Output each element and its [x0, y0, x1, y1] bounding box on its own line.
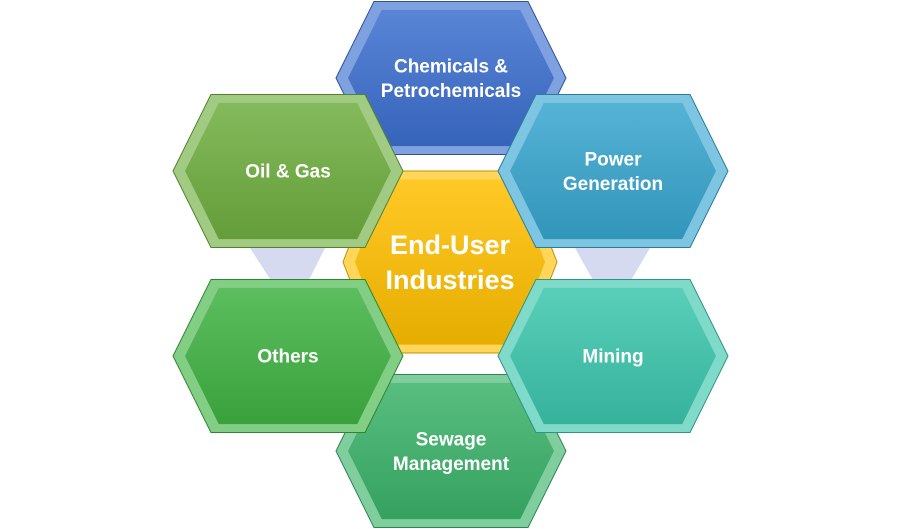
hexagon-face [510, 102, 716, 240]
hexagon-face [185, 102, 391, 240]
hexagon-chemicals: Chemicals & Petrochemicals [335, 1, 567, 155]
hexagon-mining: Mining [497, 279, 729, 433]
hexagon-label: Sewage [416, 429, 487, 450]
hexagon-label: Power [584, 149, 642, 170]
hexagon-face [510, 287, 716, 425]
hexagon-others: Others [172, 279, 404, 433]
hexagon-label: End-User [390, 230, 511, 260]
hexagon-label: Petrochemicals [381, 81, 521, 102]
hexagon-face [348, 382, 554, 520]
hexagon-face [355, 179, 545, 345]
hexagon-face [348, 9, 554, 147]
hexagon-label: Generation [563, 174, 663, 195]
hexagon-face [185, 287, 391, 425]
hexagon-label: Industries [385, 265, 514, 295]
hexagon-label: Chemicals & [394, 56, 508, 77]
hexagon-oil-gas: Oil & Gas [172, 94, 404, 248]
hexagon-label: Others [257, 347, 318, 368]
connector-shape [250, 248, 325, 282]
hexagon-label: Management [393, 454, 510, 475]
connector-shape [575, 248, 650, 282]
hexagon-label: Oil & Gas [245, 162, 331, 183]
hexagon-label: Mining [582, 347, 643, 368]
